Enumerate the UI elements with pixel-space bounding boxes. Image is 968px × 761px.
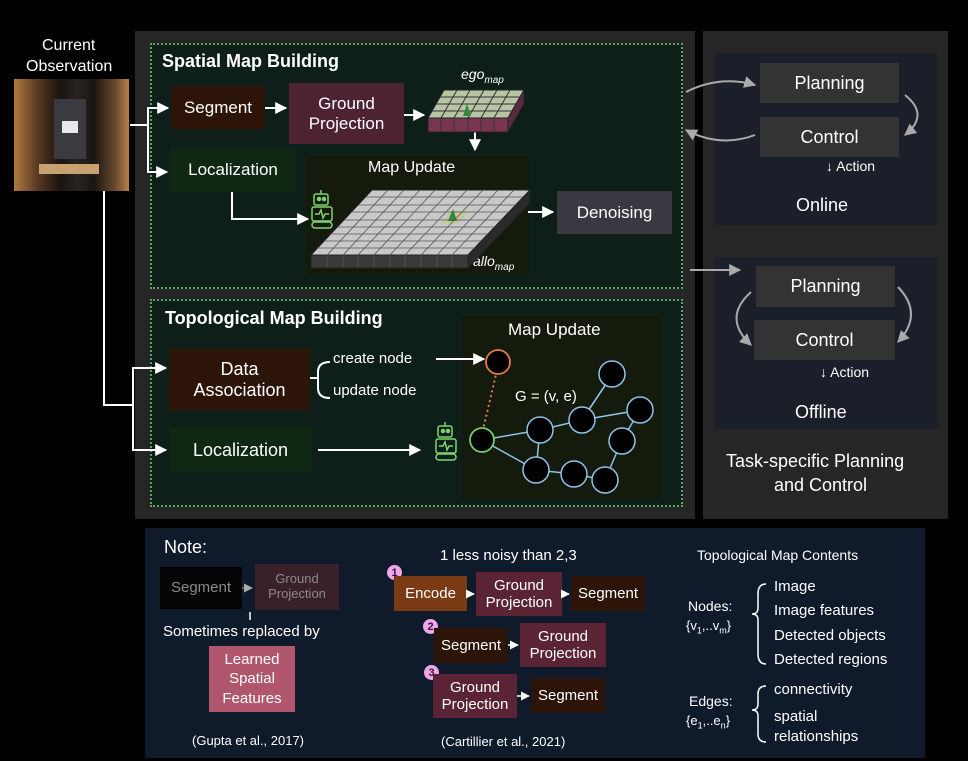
- replaced-by-label: Sometimes replaced by: [163, 623, 320, 640]
- data-association-line1: Data: [220, 358, 259, 379]
- offline-planning-box: Planning: [756, 266, 895, 307]
- allo-map-label: allomap: [473, 253, 515, 273]
- topo-map-update-region: [462, 316, 661, 499]
- pipeline2-segment-box: Segment: [434, 628, 508, 663]
- ground-projection-line2: Projection: [308, 113, 385, 133]
- down-arrow-icon: ↓: [826, 158, 837, 174]
- online-planning-box: Planning: [760, 63, 899, 103]
- edges-item-0: connectivity: [774, 681, 853, 698]
- less-noisy-label: 1 less noisy than 2,3: [440, 547, 577, 564]
- offline-control-box: Control: [754, 320, 895, 360]
- topo-localization-box: Localization: [169, 428, 312, 472]
- data-association-box: Data Association: [169, 349, 310, 410]
- pipeline3-ground-projection-box: Ground Projection: [433, 674, 517, 718]
- edges-item-2: relationships: [774, 728, 859, 745]
- data-association-line2: Association: [193, 379, 286, 400]
- topo-contents-title: Topological Map Contents: [697, 547, 859, 563]
- ego-map-label: egomap: [461, 66, 504, 86]
- localization-box: Localization: [170, 148, 296, 192]
- cite-cartillier: (Cartillier et al., 2021): [441, 734, 566, 749]
- update-node-label: update node: [333, 382, 417, 399]
- observation-image: [14, 79, 129, 191]
- note-ground-projection-box: Ground Projection: [255, 564, 339, 610]
- current-observation-label-2: Observation: [26, 58, 113, 75]
- edges-set: {e1,..en}: [686, 713, 731, 731]
- pipeline3-segment-box: Segment: [531, 678, 605, 713]
- ground-projection-line1: Ground: [318, 93, 375, 113]
- online-label: Online: [796, 195, 849, 215]
- down-arrow-icon: ↓: [820, 364, 831, 380]
- nodes-item-0: Image: [774, 578, 816, 595]
- map-update-label: Map Update: [368, 159, 456, 176]
- cite-gupta: (Gupta et al., 2017): [192, 733, 305, 748]
- topological-map-title: Topological Map Building: [165, 308, 383, 328]
- nodes-item-1: Image features: [774, 602, 875, 619]
- task-label-line2: and Control: [774, 475, 868, 495]
- task-label-line1: Task-specific Planning: [726, 451, 905, 471]
- nodes-item-3: Detected regions: [774, 651, 888, 668]
- nodes-set: {v1,..vm}: [686, 618, 732, 636]
- nodes-item-2: Detected objects: [774, 627, 886, 644]
- encode-box: Encode: [394, 576, 467, 611]
- graph-label: G = (v, e): [515, 388, 577, 405]
- current-observation-label-1: Current: [42, 37, 96, 54]
- pipeline2-ground-projection-box: Ground Projection: [520, 623, 606, 667]
- create-node-label: create node: [333, 350, 413, 367]
- learned-features-box: Learned Spatial Features: [209, 646, 295, 712]
- nodes-label: Nodes:: [688, 598, 733, 614]
- denoising-box: Denoising: [557, 191, 672, 234]
- offline-action-label: ↓ Action: [820, 364, 870, 380]
- pipeline1-segment-box: Segment: [571, 576, 645, 611]
- pipeline1-ground-projection-box: Ground Projection: [476, 572, 562, 616]
- note-segment-box: Segment: [160, 567, 242, 609]
- online-action-label: ↓ Action: [826, 158, 876, 174]
- note-title: Note:: [164, 537, 208, 557]
- edges-label: Edges:: [689, 693, 733, 709]
- spatial-map-title: Spatial Map Building: [162, 51, 340, 71]
- edges-item-1: spatial: [774, 708, 818, 725]
- ground-projection-box: Ground Projection: [289, 83, 404, 144]
- offline-label: Offline: [795, 402, 847, 422]
- online-control-box: Control: [760, 117, 899, 157]
- segment-box: Segment: [171, 86, 265, 129]
- topo-map-update-label: Map Update: [508, 320, 601, 339]
